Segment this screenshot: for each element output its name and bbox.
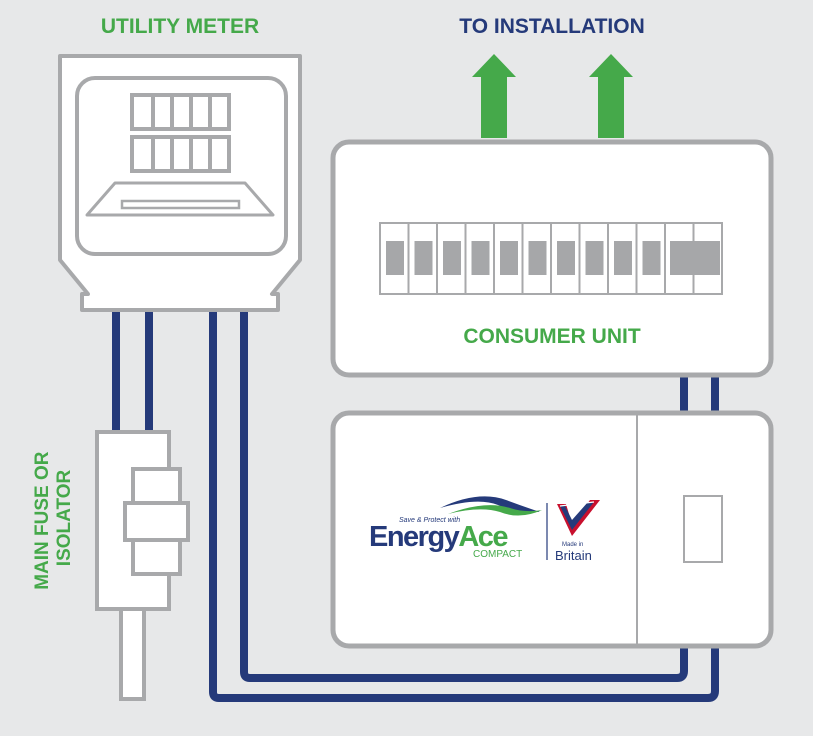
utility-meter bbox=[58, 54, 302, 312]
consumer-unit-label: CONSUMER UNIT bbox=[463, 325, 641, 348]
meter-base-plate bbox=[85, 181, 275, 217]
logo-brand: EnergyAce bbox=[369, 521, 508, 553]
to-installation-title: TO INSTALLATION bbox=[459, 15, 644, 38]
breaker-switch bbox=[614, 241, 632, 275]
meter-slot bbox=[120, 199, 241, 210]
breaker-switch bbox=[528, 241, 547, 275]
britain-label: Britain bbox=[555, 548, 592, 563]
breaker-switch bbox=[642, 241, 661, 275]
meter-to-device-wires bbox=[209, 312, 719, 702]
arrow-up-icon-left bbox=[472, 54, 516, 138]
arrow-up-icon-right bbox=[589, 54, 633, 138]
meter-display-top bbox=[130, 93, 231, 131]
breaker-rail bbox=[379, 222, 723, 295]
breaker-switch bbox=[414, 241, 433, 275]
breaker-switch bbox=[471, 241, 490, 275]
breaker-switch bbox=[585, 241, 604, 275]
consumer-to-device-wires bbox=[680, 374, 719, 414]
utility-meter-title: UTILITY METER bbox=[101, 15, 259, 38]
made-in-label: Made in bbox=[562, 542, 583, 548]
consumer-unit: CONSUMER UNIT bbox=[330, 139, 774, 378]
breaker-switch bbox=[386, 241, 404, 275]
meter-to-fuse-wires bbox=[112, 312, 153, 431]
meter-display-bottom bbox=[130, 135, 231, 173]
energy-ace-device: Save & Protect with EnergyAce COMPACT Ma… bbox=[330, 410, 774, 649]
main-switch bbox=[670, 241, 720, 275]
breaker-switch bbox=[557, 241, 575, 275]
logo-swoosh-icon bbox=[440, 496, 540, 512]
main-fuse-label: MAIN FUSE OR ISOLATOR bbox=[32, 446, 75, 590]
main-fuse-isolator bbox=[95, 430, 190, 701]
breaker-switch bbox=[443, 241, 461, 275]
device-switch bbox=[683, 495, 723, 563]
logo-tagline: Save & Protect with bbox=[399, 517, 460, 524]
logo-sub: COMPACT bbox=[473, 549, 522, 560]
breaker-switch bbox=[500, 241, 518, 275]
made-in-britain-icon bbox=[557, 500, 600, 536]
energy-ace-logo: Save & Protect with EnergyAce COMPACT Ma… bbox=[369, 496, 600, 563]
